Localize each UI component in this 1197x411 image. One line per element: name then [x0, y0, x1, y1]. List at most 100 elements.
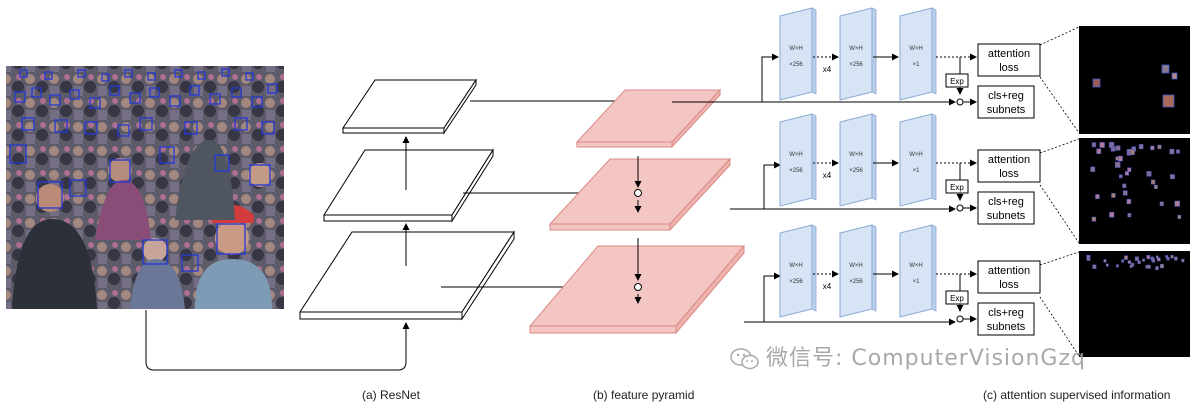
attention-spot — [1103, 259, 1107, 263]
attention-spot — [1142, 258, 1145, 262]
attention-spot — [1134, 256, 1139, 261]
conv-dims-label: W×H — [849, 263, 863, 269]
attention-loss-box: attention loss — [977, 260, 1041, 294]
svg-text:cls+reg: cls+reg — [988, 196, 1024, 208]
conv-channels-label: ×256 — [849, 279, 863, 285]
attention-spot — [1170, 255, 1174, 259]
conv-channels-label: ×1 — [913, 168, 921, 174]
conv-channels-label: ×256 — [789, 168, 803, 174]
attention-spot — [1105, 263, 1109, 267]
attention-spot — [1091, 216, 1097, 222]
attention-spot — [1155, 255, 1159, 259]
attention-spot — [1124, 255, 1128, 260]
attention-spot — [1130, 262, 1135, 267]
svg-text:attention: attention — [988, 265, 1030, 277]
exp-box: Exp — [945, 73, 969, 88]
caption-attention-info: (c) attention supervised information — [983, 388, 1171, 402]
attention-spot — [1169, 148, 1175, 155]
conv-dims-label: W×H — [909, 152, 923, 158]
conv-dims-label: W×H — [789, 263, 803, 269]
input-crowd-image — [6, 66, 284, 309]
attention-spot — [1108, 141, 1115, 148]
attention-spot — [1153, 184, 1158, 189]
attention-spot — [1155, 266, 1159, 271]
head-row-bottom: W×H×256W×H×256W×H×1x4Expattentionlosscls… — [779, 224, 1041, 336]
conv-channels-label: ×256 — [849, 62, 863, 68]
svg-text:subnets: subnets — [987, 210, 1026, 222]
conv-block: W×H ×256 — [839, 7, 877, 101]
attention-spot — [1166, 257, 1170, 261]
svg-text:Exp: Exp — [950, 183, 964, 192]
attention-map-middle — [1079, 138, 1190, 244]
conv-channels-label: ×1 — [913, 279, 921, 285]
conv-block: W×H ×1 — [899, 224, 937, 318]
attention-spot — [1181, 258, 1185, 263]
attention-spot — [1092, 264, 1097, 269]
caption-resnet: (a) ResNet — [362, 388, 421, 402]
conv-channels-label: ×256 — [789, 62, 803, 68]
attention-spot — [1099, 142, 1105, 148]
attention-spot — [1096, 148, 1102, 154]
merge-node — [634, 189, 642, 197]
pyramid-level-3 — [575, 88, 722, 149]
head-connections — [672, 53, 956, 326]
attention-spot — [1114, 161, 1121, 168]
attention-spot — [1176, 149, 1180, 154]
attention-spot — [1159, 201, 1164, 207]
attention-spot — [1124, 171, 1129, 176]
conv-block: W×H ×256 — [779, 113, 817, 207]
attention-spot — [1115, 145, 1121, 151]
multiply-node — [956, 315, 964, 323]
conv-channels-label: ×256 — [789, 279, 803, 285]
attention-map-connectors — [1039, 26, 1080, 357]
conv-dims-label: W×H — [909, 263, 923, 269]
attention-spot — [1122, 183, 1127, 188]
attention-spot — [1091, 142, 1097, 148]
multiply-node — [956, 204, 964, 212]
wechat-icon — [730, 348, 759, 370]
resnet-stage-1 — [299, 230, 515, 321]
attention-spot — [1150, 179, 1156, 185]
attention-spot — [1146, 171, 1152, 177]
attention-spot — [1127, 213, 1132, 218]
attention-spot — [1121, 259, 1125, 263]
watermark-text: 微信号: ComputerVisionGzq — [766, 346, 1086, 371]
conv-block: W×H×256 — [839, 113, 877, 207]
attention-spot — [1126, 199, 1132, 204]
attention-spot — [1127, 167, 1132, 172]
attention-spot — [1174, 200, 1180, 207]
watermark: 微信号: ComputerVisionGzq — [730, 340, 1086, 372]
attention-spot — [1146, 264, 1151, 269]
attention-spot — [1157, 257, 1161, 262]
resnet-stage-3 — [342, 78, 477, 135]
attention-spot — [1174, 256, 1178, 261]
svg-text:cls+reg: cls+reg — [988, 90, 1024, 102]
svg-text:subnets: subnets — [987, 321, 1026, 333]
conv-block: W×H ×256 — [779, 224, 817, 318]
head-row-top: W×H×256W×H×256W×H×1x4Expattentionlosscls… — [779, 7, 1041, 119]
conv-dims-label: W×H — [849, 46, 863, 52]
attention-spot — [1177, 214, 1182, 219]
repeat-label: x4 — [823, 65, 832, 74]
attention-spot — [1157, 144, 1162, 150]
attention-spot — [1146, 255, 1151, 260]
bottom-up-arrows — [145, 136, 410, 371]
conv-dims-label: W×H — [789, 152, 803, 158]
svg-text:loss: loss — [999, 62, 1019, 74]
attention-spot — [1160, 263, 1164, 269]
attention-spot — [1086, 254, 1090, 259]
attention-spot — [1090, 166, 1096, 172]
svg-text:attention: attention — [988, 48, 1030, 60]
head-row-middle: W×H×256W×H×256W×H×1x4Expattentionlosscls… — [779, 113, 1041, 225]
attention-spot — [1137, 260, 1141, 264]
attention-spot — [1150, 145, 1155, 151]
svg-text:loss: loss — [999, 279, 1019, 291]
conv-block: W×H ×256 — [839, 224, 877, 318]
attention-spot — [1122, 190, 1128, 196]
top-down-path — [634, 156, 642, 304]
svg-text:cls+reg: cls+reg — [988, 307, 1024, 319]
conv-dims-label: W×H — [909, 46, 923, 52]
